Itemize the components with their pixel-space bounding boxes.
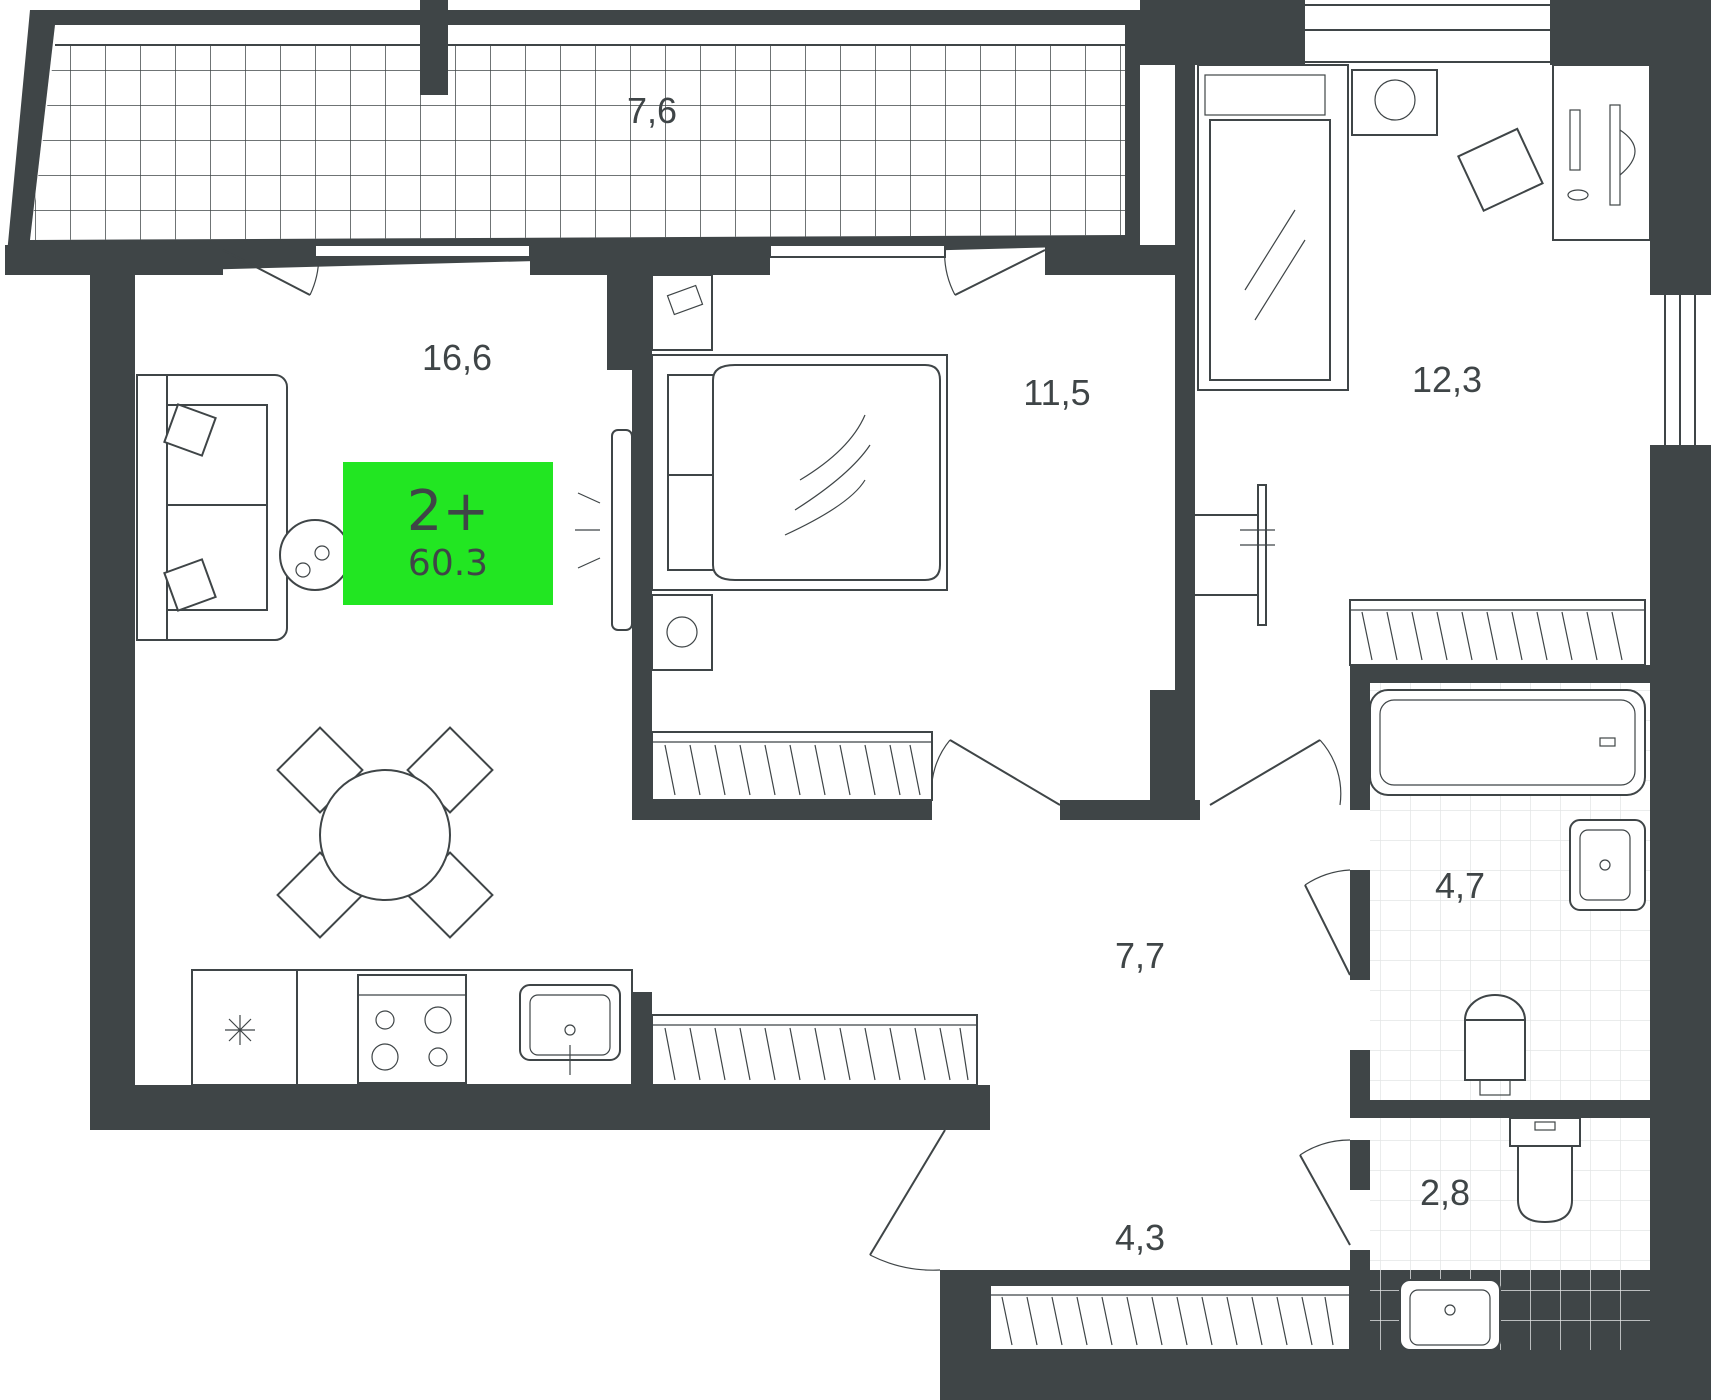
badge-area: 60.3 (408, 543, 488, 584)
room-area-room2: 12,3 (1412, 359, 1482, 400)
room-area-bedroom: 11,5 (1023, 372, 1090, 413)
tv-unit (575, 429, 633, 631)
nightstands (651, 274, 713, 671)
double-bed (651, 354, 948, 591)
wc-sink (1399, 1279, 1501, 1351)
wc-toilet (1509, 1117, 1581, 1224)
room-area-wc: 2,8 (1420, 1172, 1470, 1213)
bath-toilet (1464, 994, 1526, 1096)
badge-rooms: 2+ (407, 479, 490, 544)
room-area-entry: 4,3 (1115, 1217, 1165, 1258)
desk (1351, 64, 1651, 241)
single-bed (1197, 64, 1349, 391)
doors (222, 244, 1351, 1271)
apartment-badge: 2+ 60.3 (343, 462, 553, 605)
kitchen-counter (191, 969, 633, 1086)
dining-table (276, 726, 494, 939)
room-area-living: 16,6 (422, 337, 492, 378)
badge-background (343, 462, 553, 605)
room-area-balcony: 7,6 (627, 90, 677, 131)
clothes-rack (1195, 484, 1275, 626)
coffee-table (279, 519, 351, 591)
room-area-bath: 4,7 (1435, 865, 1485, 906)
bath-sink (1569, 819, 1646, 911)
room-area-hall: 7,7 (1115, 935, 1165, 976)
balcony (5, 0, 1140, 275)
bathtub (1369, 689, 1646, 796)
sofa (136, 374, 288, 641)
wardrobes (651, 599, 1646, 1351)
